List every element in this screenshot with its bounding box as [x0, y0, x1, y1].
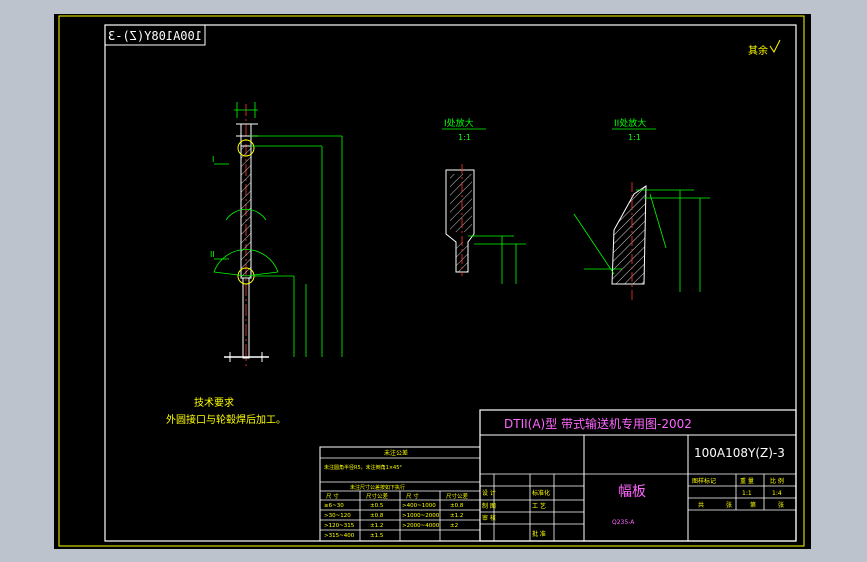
- scale-col: 比 例: [770, 477, 784, 485]
- tol-r2c1: ±1.2: [370, 523, 383, 529]
- tol-r1c2: >1000~2000: [402, 513, 440, 519]
- role-proc: 工 艺: [532, 502, 546, 510]
- inner-border: [104, 24, 797, 542]
- drawing-number: 100A108Y(Z)-3: [694, 446, 785, 460]
- weight-label: 图样标记: [692, 477, 716, 485]
- mark-I: I: [212, 155, 214, 164]
- sheet-unit2: 张: [778, 501, 784, 509]
- tol-r0c2: >400~1000: [402, 503, 436, 509]
- tech-req-heading: 技术要求: [194, 396, 234, 409]
- tol-r0c3: ±0.8: [450, 503, 464, 509]
- weight-col: 重 量: [740, 477, 754, 485]
- outer-border: [58, 15, 805, 547]
- detail-I-view[interactable]: I处放大 1:1: [442, 117, 526, 284]
- tol-h0: 尺 寸: [326, 492, 339, 500]
- tol-r0c0: ≥6~30: [324, 503, 344, 509]
- mark-II: II: [210, 250, 215, 259]
- role-approve: 批 准: [532, 530, 546, 538]
- tol-r2c3: ±2: [450, 523, 458, 529]
- stamp-mirrored: 100A108Y(Z)-3: [108, 29, 202, 43]
- tolerance-table[interactable]: 未注公差 未注圆角半径R5，未注倒角1×45° 未注尺寸公差按如下执行 尺 寸 …: [319, 446, 481, 542]
- material: Q235-A: [612, 519, 635, 526]
- tol-r2c0: >120~315: [324, 523, 355, 529]
- roughness-note: 其余: [748, 44, 768, 57]
- tol-r3c0: >315~400: [324, 533, 355, 539]
- tol-r1c1: ±0.8: [370, 513, 384, 519]
- roughness-symbol-icon: [769, 39, 781, 53]
- tol-r1c0: >30~120: [324, 513, 351, 519]
- role-check: 审 核: [482, 514, 496, 522]
- detail-I-scale: 1:1: [458, 133, 471, 142]
- sheet-unit1: 张: [726, 501, 732, 509]
- tol-r3c1: ±1.5: [370, 533, 384, 539]
- tol-note: 未注圆角半径R5，未注倒角1×45°: [324, 464, 402, 471]
- role-design: 设 计: [482, 489, 496, 497]
- tol-h1: 尺寸公差: [366, 492, 389, 500]
- part-name: 幅板: [618, 484, 646, 500]
- qty-value: 1:1: [742, 490, 752, 497]
- detail-II-label: II处放大: [614, 117, 646, 129]
- scale-value: 1:4: [772, 490, 782, 497]
- tol-h2: 尺 寸: [406, 492, 419, 500]
- tol-h3: 尺寸公差: [446, 492, 469, 500]
- series-title: DTII(A)型 带式输送机专用图-2002: [504, 416, 692, 431]
- title-block[interactable]: DTII(A)型 带式输送机专用图-2002 设 计 制 图 审 核 标准化 工…: [479, 409, 797, 542]
- tol-r1c3: ±1.2: [450, 513, 463, 519]
- detail-I-label: I处放大: [444, 117, 474, 129]
- tol-r2c2: >2000~4000: [402, 523, 440, 529]
- role-std: 标准化: [532, 489, 550, 497]
- role-draw: 制 图: [482, 502, 496, 510]
- main-view[interactable]: I II: [210, 102, 343, 366]
- cad-viewport[interactable]: 100A108Y(Z)-3 其余: [54, 14, 811, 549]
- sheet-of: 共: [698, 501, 704, 509]
- sheet-no: 第: [750, 501, 756, 509]
- tol-subheading: 未注尺寸公差按如下执行: [350, 484, 405, 491]
- tech-req-line1: 外圆接口与轮毂焊后加工。: [166, 413, 286, 426]
- tol-r0c1: ±0.5: [370, 503, 384, 509]
- detail-II-scale: 1:1: [628, 133, 641, 142]
- tol-heading: 未注公差: [384, 449, 408, 457]
- stamp-box: [104, 24, 206, 46]
- cad-drawing-sheet[interactable]: 100A108Y(Z)-3 其余: [54, 14, 811, 549]
- detail-II-view[interactable]: II处放大 1:1: [573, 117, 710, 300]
